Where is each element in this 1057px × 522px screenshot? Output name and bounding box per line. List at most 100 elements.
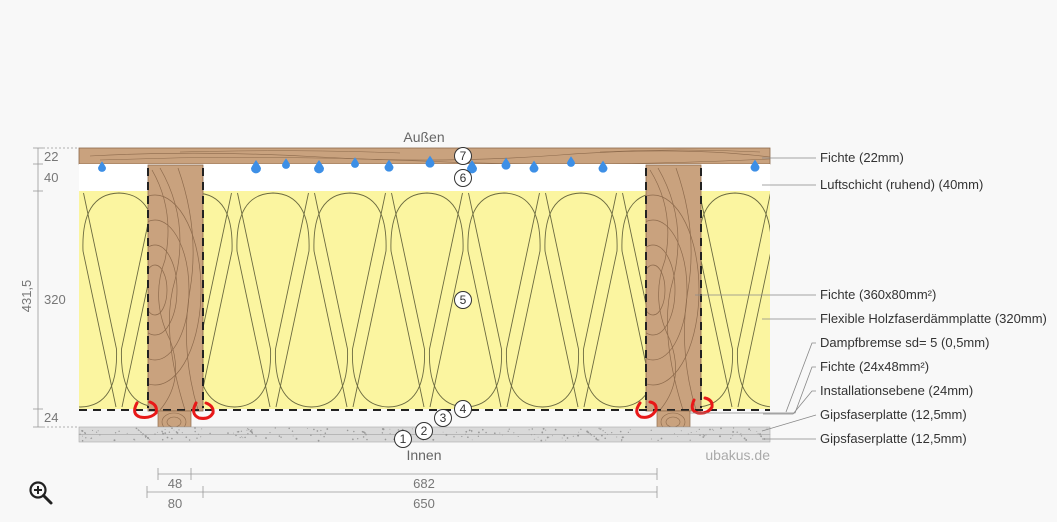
gypsum-speck	[141, 432, 142, 434]
gypsum-speck	[194, 430, 196, 433]
gypsum-speck	[248, 429, 250, 431]
gypsum-speck	[164, 432, 167, 434]
gypsum-speck	[209, 432, 211, 435]
gypsum-speck	[705, 434, 707, 436]
gypsum-speck	[242, 437, 244, 439]
zoom-in-icon[interactable]	[28, 480, 54, 506]
gypsum-speck	[166, 436, 169, 439]
insulation-fiber	[544, 192, 618, 408]
gypsum-speck	[650, 429, 652, 431]
gypsum-speck	[227, 432, 229, 434]
gypsum-speck	[237, 430, 240, 433]
gypsum-speck	[720, 427, 722, 430]
water-drop-icon	[598, 160, 608, 173]
water-drop-icon	[425, 155, 435, 168]
gypsum-speck	[310, 434, 312, 436]
gypsum-speck	[288, 427, 290, 430]
gypsum-speck	[690, 431, 692, 434]
gypsum-speck	[138, 430, 140, 432]
gypsum-speck	[598, 427, 600, 429]
gypsum-speck	[759, 433, 762, 436]
gypsum-speck	[173, 429, 175, 431]
water-drop-icon	[467, 160, 477, 174]
gypsum-speck	[95, 431, 98, 433]
gypsum-speck	[502, 434, 504, 436]
dim-48: 48	[168, 476, 182, 491]
gypsum-speck	[397, 429, 400, 431]
gypsum-speck	[766, 427, 768, 429]
gypsum-speck	[702, 436, 705, 438]
stud-left	[147, 164, 204, 412]
gypsum-speck	[326, 428, 329, 430]
water-drop-icon	[251, 160, 261, 174]
gypsum-speck	[455, 431, 457, 433]
gypsum-speck	[90, 437, 93, 439]
dim-24: 24	[44, 410, 58, 425]
gypsum-speck	[453, 436, 455, 438]
gypsum-speck	[485, 431, 487, 434]
layer-number-5: 5	[460, 293, 467, 307]
dim-320: 320	[44, 292, 66, 307]
gypsum-speck	[389, 433, 391, 435]
gypsum-speck	[278, 435, 281, 437]
gypsum-speck	[534, 433, 536, 435]
insulation-fiber	[79, 192, 117, 408]
gypsum-speck	[90, 437, 91, 439]
gypsum-speck	[471, 439, 473, 441]
gypsum-speck	[364, 432, 366, 434]
gypsum-speck	[82, 435, 83, 437]
gypsum-speck	[687, 433, 689, 435]
gypsum-speck	[384, 438, 387, 441]
gypsum-speck	[699, 434, 701, 436]
dim-682: 682	[413, 476, 435, 491]
gypsum-speck	[611, 431, 613, 434]
gypsum-speck	[247, 433, 249, 435]
water-drop-icon	[384, 159, 394, 172]
gypsum-speck	[171, 427, 173, 430]
stud-right	[645, 164, 702, 412]
gypsum-speck	[432, 438, 435, 441]
gypsum-speck	[541, 431, 544, 434]
gypsum-speck	[201, 428, 203, 430]
dim-22: 22	[44, 149, 58, 164]
gypsum-speck	[147, 437, 150, 440]
gypsum-speck	[200, 436, 202, 438]
gypsum-speck	[607, 433, 609, 435]
gypsum-speck	[295, 437, 298, 440]
water-drop-icon	[567, 156, 575, 167]
gypsum-speck	[381, 428, 384, 430]
layer-label-batten: Fichte (24x48mm²)	[820, 359, 929, 374]
gypsum-speck	[235, 434, 237, 437]
gypsum-speck	[689, 439, 691, 441]
layer-number-circle	[415, 422, 433, 440]
gypsum-speck	[313, 428, 315, 431]
water-drop-icon	[282, 158, 290, 169]
gypsum-speck	[445, 433, 448, 436]
gypsum-speck	[353, 430, 355, 433]
dim-40: 40	[44, 170, 58, 185]
condensation-drops	[98, 155, 760, 174]
gypsum-speck	[578, 431, 580, 433]
gypsum-speck	[577, 434, 580, 437]
gypsum-speck	[756, 430, 758, 432]
dim-total: 431,5	[19, 280, 34, 313]
gypsum-speck	[255, 435, 257, 437]
gypsum-speck	[196, 437, 198, 440]
gypsum-speck	[144, 435, 147, 438]
gypsum-speck	[291, 430, 294, 432]
layer-number-2: 2	[421, 424, 428, 438]
gypsum-speck	[157, 431, 158, 433]
gypsum-speck	[680, 430, 682, 432]
gypsum-speck	[346, 429, 349, 432]
gypsum-speck	[730, 437, 732, 440]
gypsum-speck	[745, 439, 747, 441]
gypsum-speck	[621, 440, 623, 442]
gypsum-speck	[280, 436, 282, 438]
gypsum-speck	[709, 428, 711, 431]
layer-label-fichte-stud: Fichte (360x80mm²)	[820, 287, 936, 302]
gypsum-speck	[629, 429, 631, 431]
gypsum-speck	[468, 429, 471, 432]
layer-number-6: 6	[460, 171, 467, 185]
gypsum-speck	[141, 434, 143, 436]
